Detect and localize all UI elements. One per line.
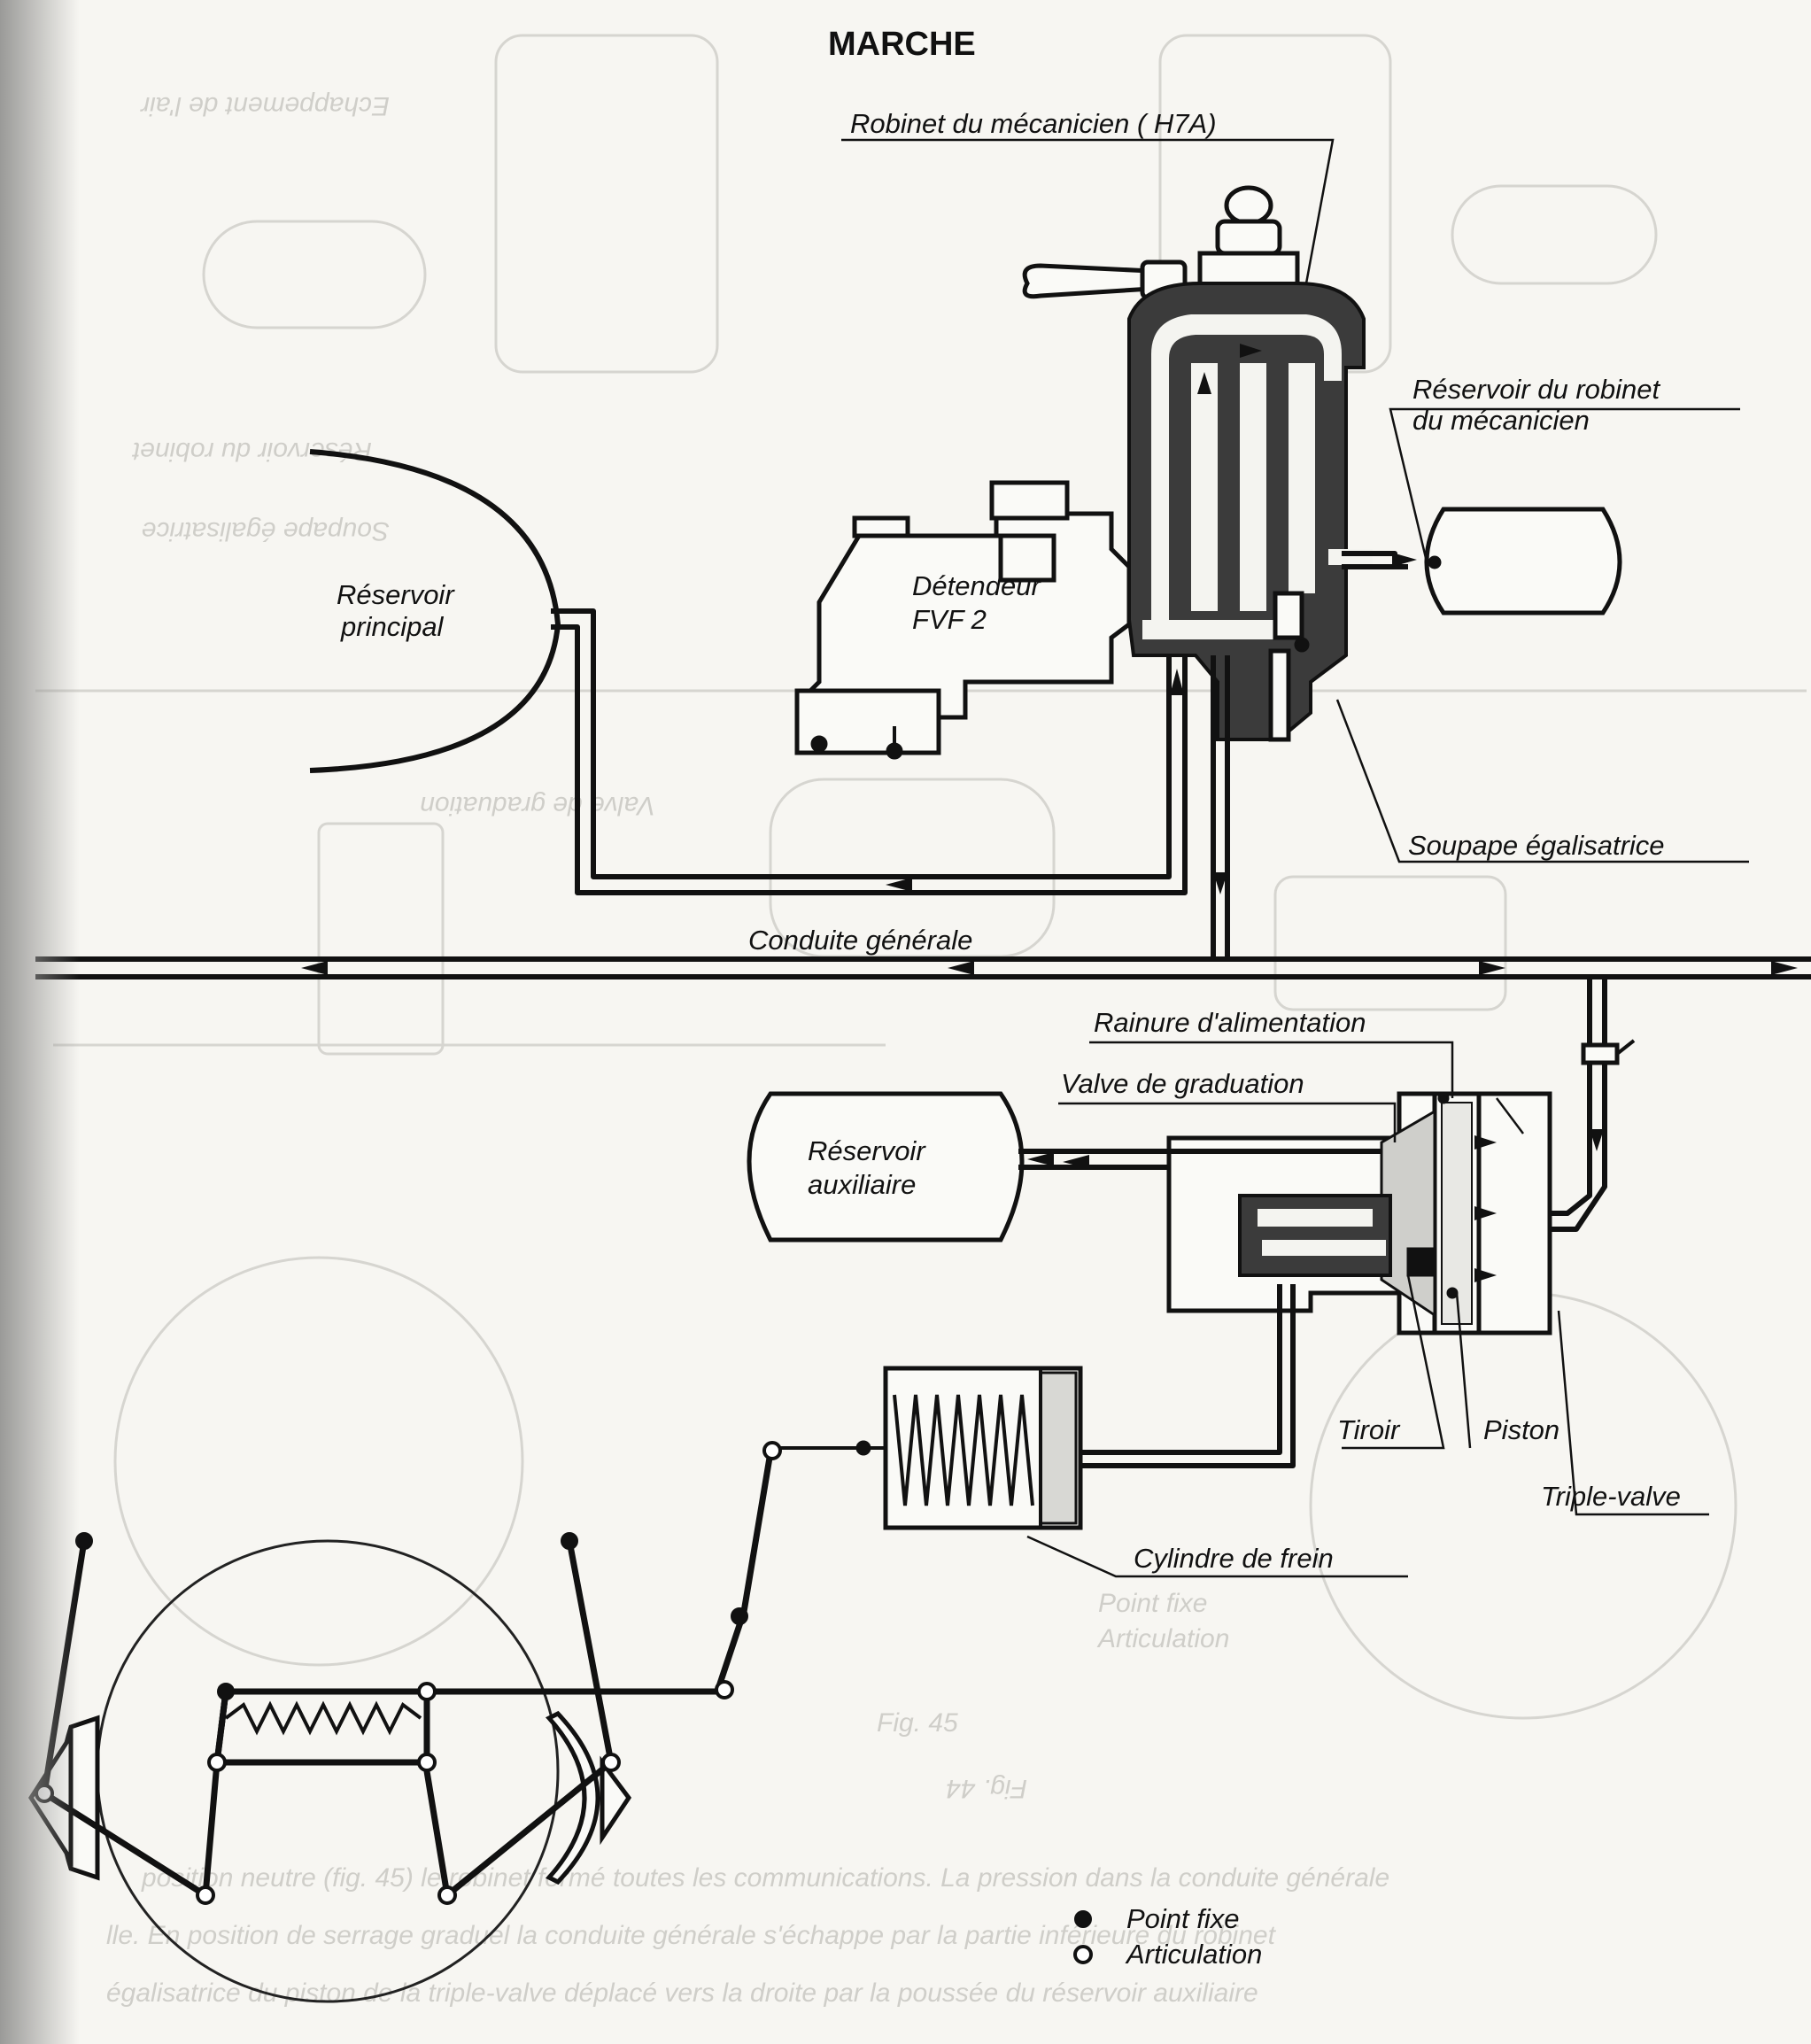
label-reservoir-robinet-line1: Réservoir du robinet (1412, 374, 1661, 405)
label-tiroir: Tiroir (1337, 1414, 1401, 1445)
label-conduite: Conduite générale (748, 925, 972, 956)
svg-text:Fig. 45: Fig. 45 (877, 1708, 958, 1738)
svg-text:position neutre (fig. 45) le r: position neutre (fig. 45) le robinet fer… (141, 1863, 1389, 1893)
page-gutter-shadow (0, 0, 80, 2044)
label-valve-graduation: Valve de graduation (1061, 1068, 1304, 1099)
leader-lines (735, 138, 1749, 1578)
conduite-generale-pipe (35, 956, 1811, 979)
diagram-title: MARCHE (828, 26, 976, 63)
label-reservoir-auxiliaire-line2: auxiliaire (808, 1169, 916, 1200)
legend-articulation-label: Articulation (1125, 1939, 1262, 1970)
label-triple-valve: Triple-valve (1541, 1481, 1681, 1512)
triple-valve (1063, 977, 1636, 1336)
svg-text:Point fixe: Point fixe (1098, 1589, 1207, 1618)
label-rainure: Rainure d'alimentation (1094, 1007, 1366, 1038)
label-reservoir-robinet-line2: du mécanicien (1412, 405, 1590, 436)
label-reservoir-principal-line1: Réservoir (337, 579, 455, 610)
svg-text:lle. En position de serrage gr: lle. En position de serrage graduel la c… (106, 1921, 1277, 1950)
label-piston: Piston (1483, 1414, 1559, 1445)
reservoir-auxiliaire (747, 1091, 1169, 1243)
detendeur-label-line1: Détendeur (912, 570, 1041, 601)
svg-text:Réservoir du robinet: Réservoir du robinet (131, 437, 372, 466)
diagram-labels: Robinet du mécanicien ( H7A) Réservoir d… (337, 108, 1681, 1574)
svg-text:Soupape égalisatrice: Soupape égalisatrice (142, 516, 390, 546)
label-soupape: Soupape égalisatrice (1408, 830, 1665, 861)
legend-fixed-point-label: Point fixe (1126, 1903, 1240, 1934)
robinet-mecanicien-h7a (1022, 185, 1417, 959)
cylindre-de-frein (775, 1284, 1296, 1530)
label-reservoir-principal-line2: principal (340, 611, 445, 642)
legend: Point fixe Articulation (1073, 1903, 1262, 1970)
label-cylindre: Cylindre de frein (1134, 1543, 1334, 1574)
detendeur-label-line2: FVF 2 (912, 604, 987, 635)
reservoir-robinet (1424, 507, 1622, 616)
label-reservoir-auxiliaire-line1: Réservoir (808, 1135, 926, 1166)
brake-rigging (28, 1441, 782, 2003)
svg-text:Valve de graduation: Valve de graduation (420, 791, 655, 820)
svg-text:Echappement de l'air: Echappement de l'air (140, 91, 390, 120)
legend-articulation-marker (1073, 1945, 1093, 1964)
label-robinet: Robinet du mécanicien ( H7A) (850, 108, 1217, 139)
detendeur-fvf2: Détendeur FVF 2 (794, 480, 1132, 760)
svg-text:égalisatrice du piston de la t: égalisatrice du piston de la triple-valv… (106, 1978, 1258, 2008)
svg-text:Articulation: Articulation (1096, 1624, 1229, 1653)
svg-text:Fig. 44: Fig. 44 (946, 1774, 1027, 1803)
legend-fixed-point-marker (1074, 1910, 1092, 1928)
